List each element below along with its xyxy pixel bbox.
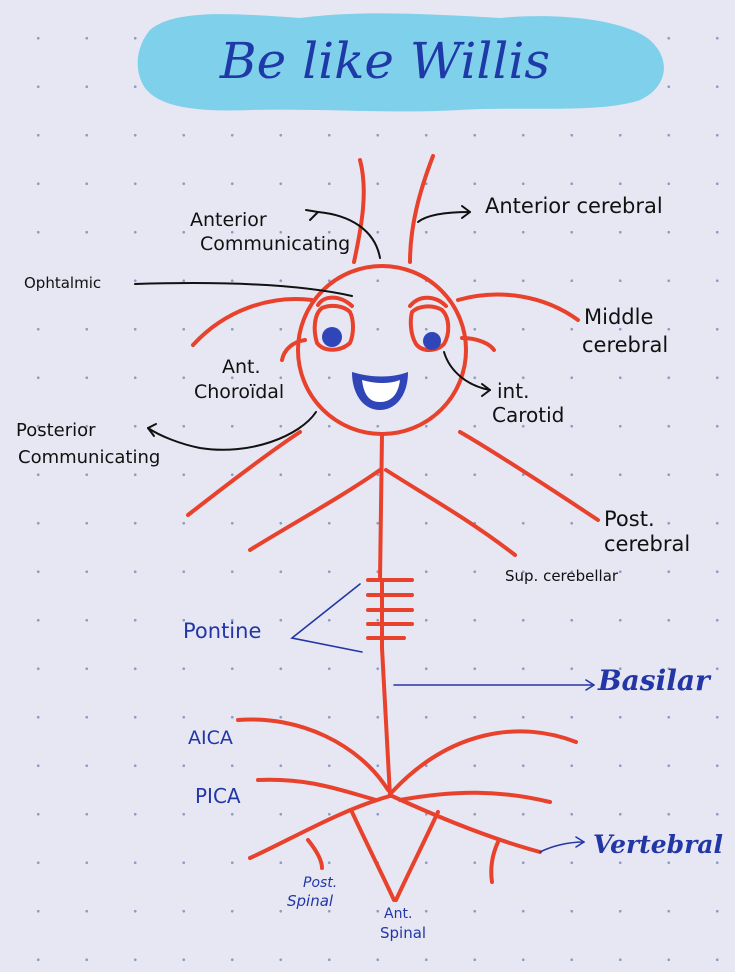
middle-cerebral-label-2: cerebral [582,333,668,357]
left-vertebral-artery [248,794,392,860]
label-pointers [134,205,491,451]
right-middle-cerebral-artery [456,292,580,322]
post-spinal-label-1: Post. [303,875,337,891]
int-carotid-label-2: Carotid [492,403,564,427]
left-ant-choroidal-artery [280,338,307,362]
page-title: Be like Willis [219,32,550,90]
aica-label: AICA [188,727,233,749]
anterior-communicating-label-1: Anterior [190,209,267,231]
left-eyebrow [316,295,354,308]
left-eye-outline [312,303,355,352]
basilar-arrowhead [585,679,595,691]
ant-spinal-label-2: Spinal [380,924,426,942]
posterior-communicating-label-1: Posterior [16,420,96,441]
posterior-communicating-arrowhead [147,423,157,437]
title-cloud: Be like Willis [137,13,664,112]
left-anterior-spinal-artery [350,810,396,902]
left-posterior-spinal-artery [306,838,324,870]
right-ant-choroidal-artery [460,336,496,352]
right-anterior-spinal-artery [394,810,440,902]
basilar-trunk-upper [378,432,384,582]
right-superior-cerebellar-artery [384,468,517,557]
right-pupil [423,332,441,350]
vertebral-arrowhead [575,836,585,848]
right-posterior-cerebral-artery [458,430,600,522]
anterior-communicating-arrowhead [305,209,319,221]
ophtalmic-pointer [134,282,353,297]
smile-teeth [362,380,400,402]
right-pica [398,790,552,804]
post-spinal-label-2: Spinal [287,892,334,910]
right-anterior-cerebral-artery [408,154,435,264]
left-aica [236,717,390,792]
basilar-label: Basilar [597,664,712,697]
int-carotid-label-1: int. [497,379,529,403]
basilar-trunk-lower [380,646,392,798]
int-carotid-arrowhead [481,383,491,397]
left-posterior-cerebral-artery [186,430,302,517]
post-cerebral-label-2: cerebral [604,532,690,556]
title-cloud-shape [137,13,664,112]
blue-labels: Pontine Basilar AICA PICA Vertebral Post… [183,619,723,942]
black-labels: Anterior Communicating Anterior cerebral… [16,194,690,585]
posterior-communicating-label-2: Communicating [18,447,160,468]
pica-label: PICA [195,784,241,808]
int-carotid-pointer [443,351,491,391]
ant-choroidal-label-1: Ant. [222,356,261,378]
face [322,327,441,410]
sup-cerebellar-label: Sup. cerebellar [505,567,619,585]
vertebral-pointer [539,841,585,853]
anterior-communicating-label-2: Communicating [200,233,350,255]
vertebral-label: Vertebral [593,830,723,859]
right-eye-outline [408,304,451,352]
middle-cerebral-label-1: Middle [584,305,653,329]
right-vertebral-artery [390,794,542,854]
ant-choroidal-label-2: Choroïdal [194,381,284,403]
anterior-communicating-pointer [317,211,381,259]
left-middle-cerebral-artery [191,297,314,347]
anterior-cerebral-label: Anterior cerebral [485,194,663,218]
ant-spinal-label-1: Ant. [384,906,412,922]
right-aica [390,729,578,794]
blue-pointers [290,583,595,853]
anterior-cerebral-pointer [417,211,471,223]
arteries [186,154,600,902]
right-posterior-spinal-artery [489,840,500,884]
pontine-label: Pontine [183,619,261,643]
left-pupil [322,327,342,347]
posterior-communicating-pointer [147,411,317,451]
right-eyebrow [408,295,448,308]
left-pica [256,777,378,802]
ophtalmic-label: Ophtalmic [24,274,101,292]
anterior-cerebral-arrowhead [461,205,471,219]
left-superior-cerebellar-artery [248,468,382,552]
left-anterior-cerebral-artery [352,158,366,264]
post-cerebral-label-1: Post. [604,507,655,531]
pontine-pointer [290,583,363,653]
